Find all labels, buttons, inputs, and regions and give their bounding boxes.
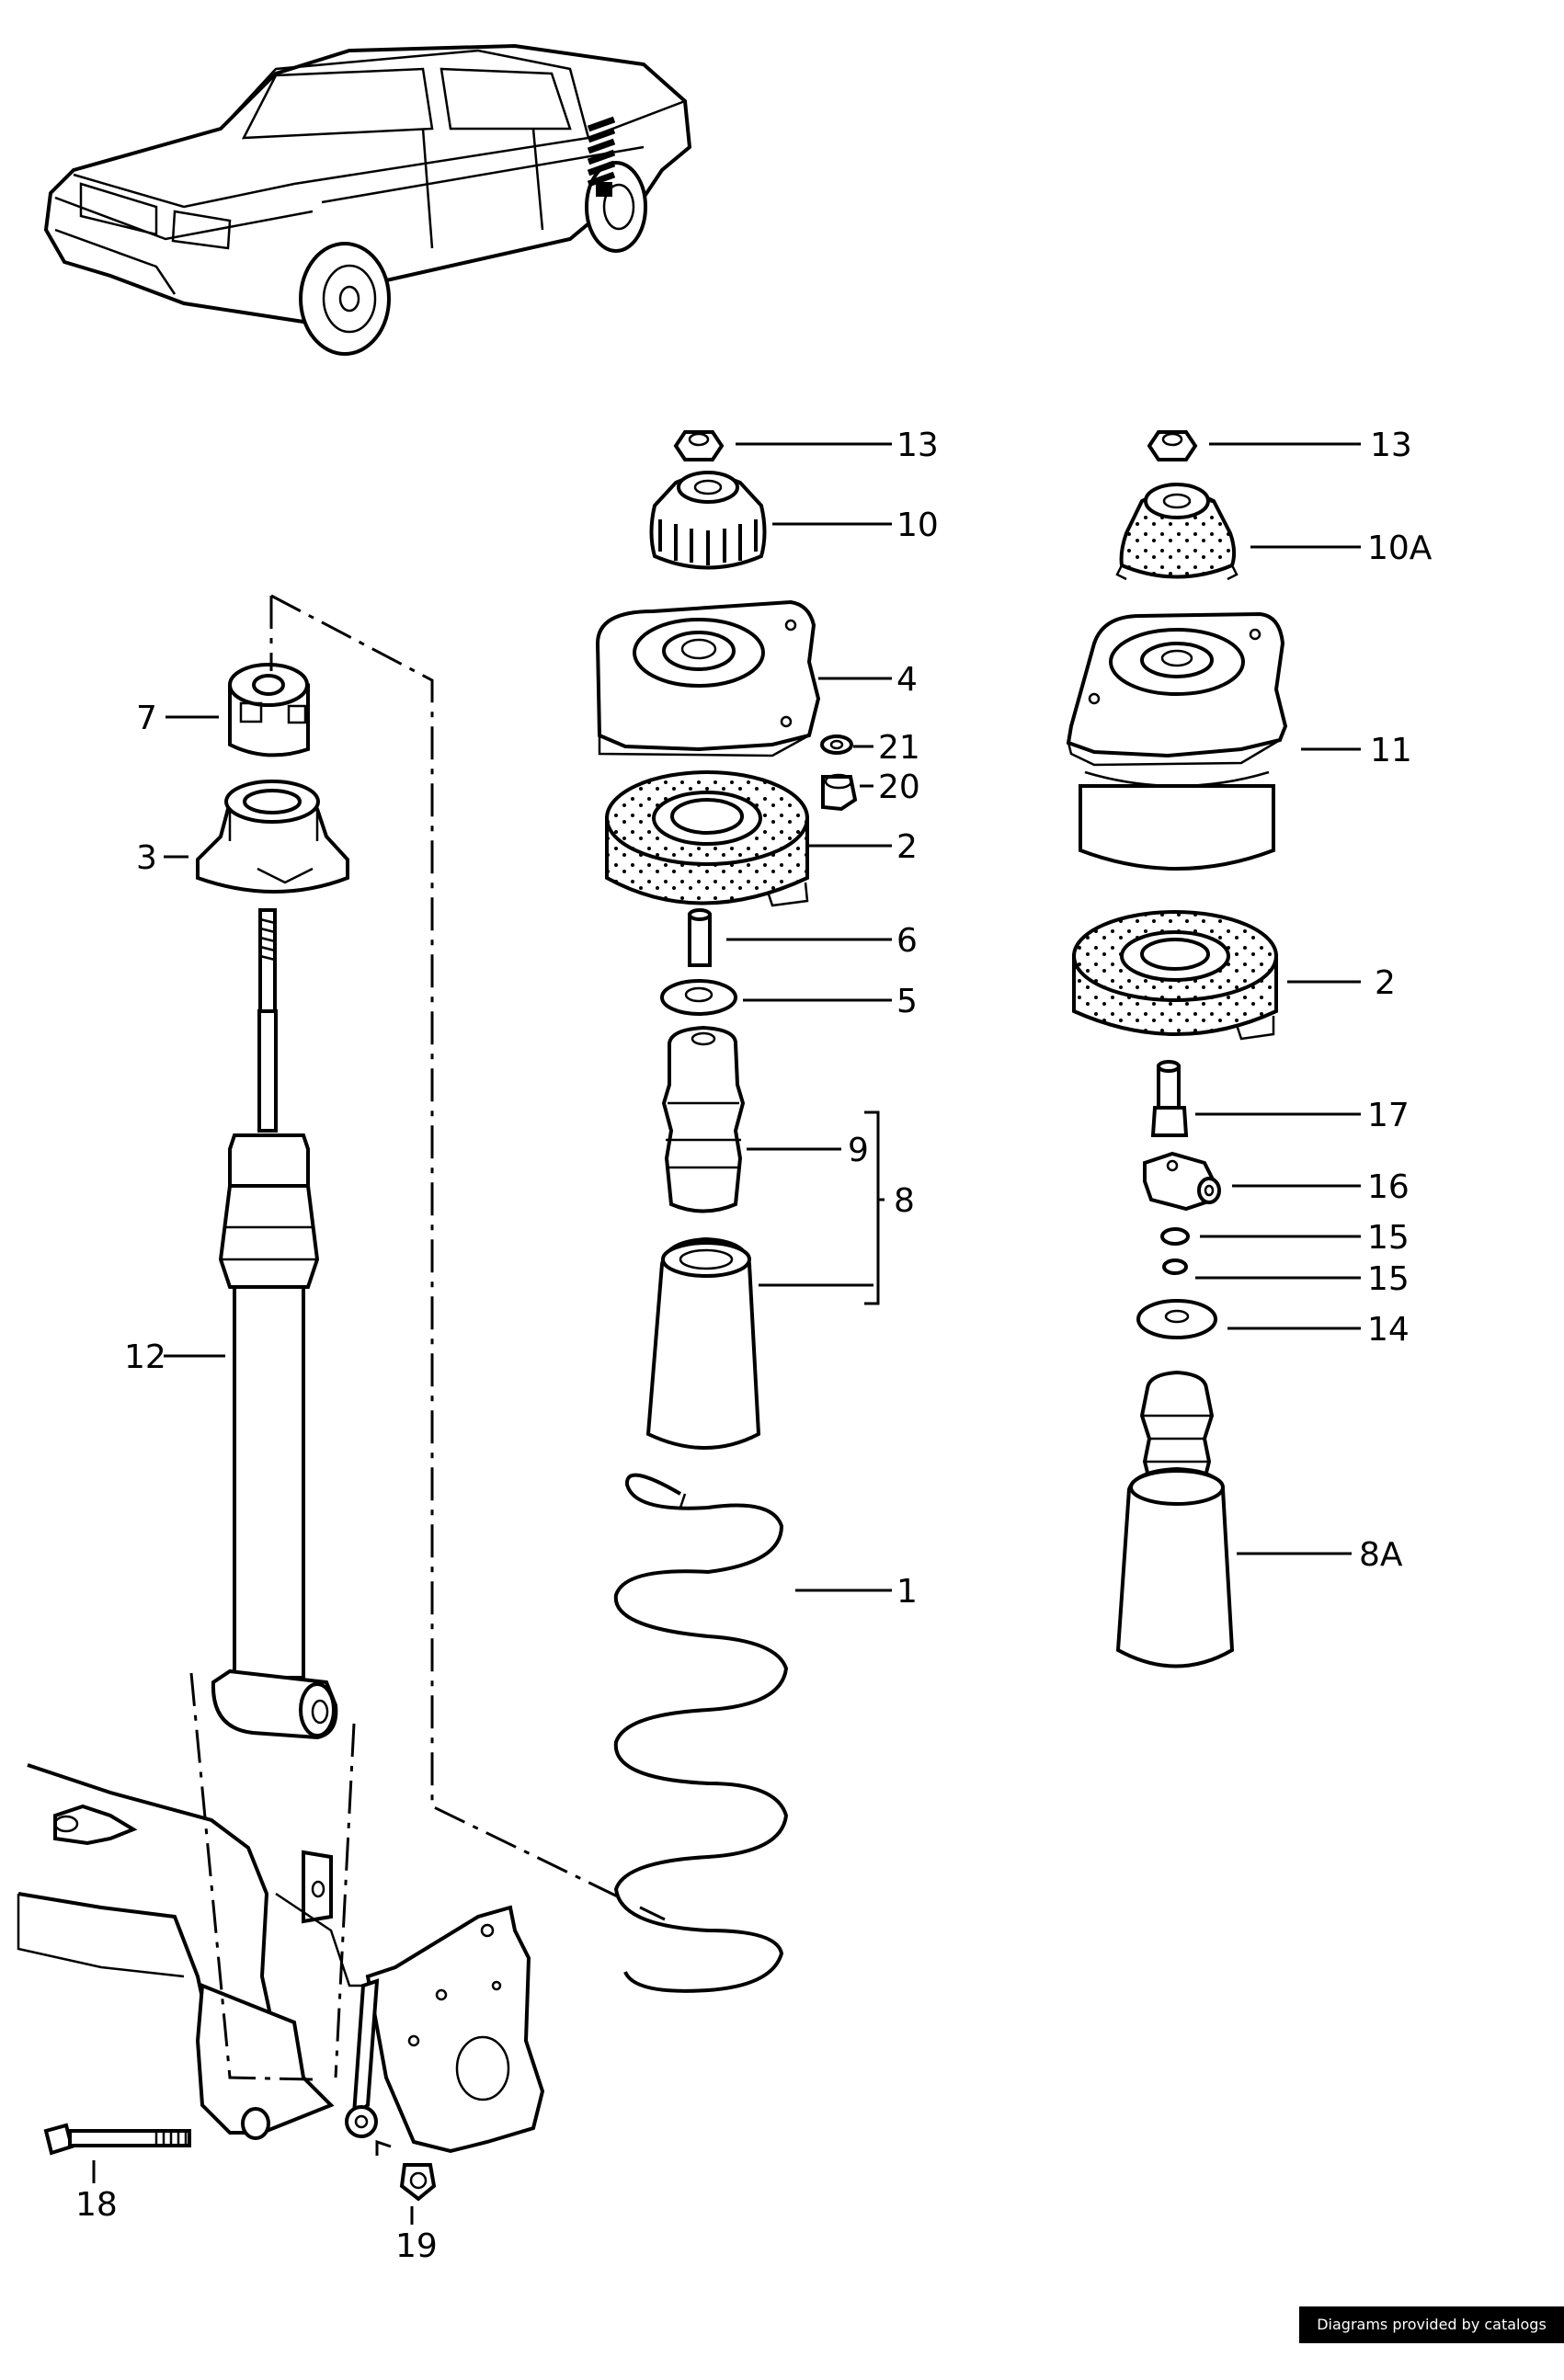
callout-13-center: 13 [896, 427, 939, 464]
part-13-nut-right [1147, 430, 1198, 461]
part-19-nut [399, 2163, 437, 2202]
callout-8: 8 [894, 1182, 915, 1220]
part-11-strut-mount [1066, 611, 1288, 871]
callout-16: 16 [1367, 1168, 1410, 1206]
callout-2-center: 2 [896, 828, 918, 866]
part-15-rings [1160, 1227, 1190, 1275]
part-13-nut-center [673, 430, 725, 461]
left-dash-dot-outline [189, 594, 666, 2081]
callout-10: 10 [896, 507, 939, 544]
part-10a-rubber-mount [1115, 483, 1239, 581]
callout-20: 20 [878, 769, 920, 806]
part-14-washer [1136, 1299, 1217, 1339]
part-8a-bump-stop-boot [1115, 1370, 1235, 1668]
part-2-spring-seat-center [605, 770, 809, 907]
part-18-bolt [43, 2123, 191, 2156]
callout-14: 14 [1367, 1311, 1410, 1349]
part-8-dust-boot [645, 1236, 761, 1450]
callout-5: 5 [896, 983, 918, 1020]
callout-11: 11 [1370, 732, 1412, 769]
credit-banner: Diagrams provided by catalogs parts [1299, 2306, 1564, 2370]
rear-axle-assembly [17, 1763, 545, 2154]
part-3-upper-mount [196, 780, 349, 894]
part-16-sensor-block [1143, 1151, 1221, 1212]
callout-4: 4 [896, 661, 918, 699]
callout-3: 3 [136, 839, 157, 877]
part-21-washer [820, 734, 853, 755]
callout-6: 6 [896, 922, 918, 960]
callout-7: 7 [136, 700, 157, 737]
callout-10a: 10A [1367, 530, 1433, 567]
callout-8a: 8A [1359, 1536, 1403, 1574]
callout-21: 21 [878, 729, 920, 767]
callout-13-right: 13 [1370, 427, 1412, 464]
callout-12: 12 [124, 1338, 166, 1376]
part-17-sleeve [1150, 1060, 1189, 1137]
part-4-mounting-plate [595, 599, 821, 757]
part-2-spring-seat-right [1072, 910, 1278, 1041]
part-6-sleeve [688, 908, 712, 967]
callout-17: 17 [1367, 1097, 1410, 1134]
part-7-bump-cap [228, 663, 310, 757]
part-10-rubber-mount [649, 471, 767, 570]
callout-15-lower: 15 [1367, 1260, 1410, 1298]
callout-15-upper: 15 [1367, 1219, 1410, 1257]
callout-19: 19 [395, 2227, 438, 2265]
part-12-shock-absorber [211, 908, 338, 1740]
callout-labels: 13 10 4 21 20 2 6 5 9 8 1 13 10A 11 2 17… [75, 427, 1433, 2265]
callout-18: 18 [75, 2186, 118, 2224]
part-5-washer [660, 979, 737, 1016]
leader-lines [92, 442, 1361, 2225]
part-9-bump-stop [661, 1025, 746, 1213]
callout-2-right: 2 [1375, 964, 1396, 1002]
callout-9: 9 [848, 1132, 869, 1169]
car-illustration [43, 43, 692, 356]
part-20-nut [821, 773, 858, 812]
part-1-coil-spring [613, 1473, 789, 1993]
callout-1: 1 [896, 1573, 918, 1611]
